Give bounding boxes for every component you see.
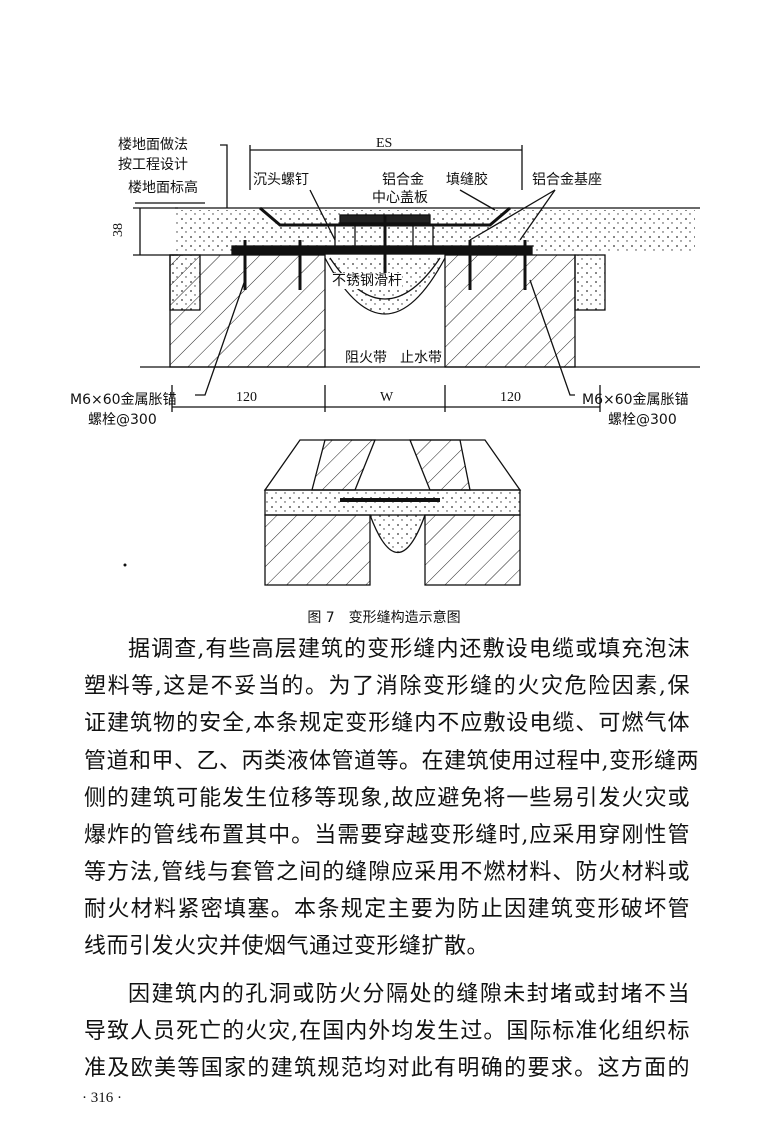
label-countersunk-screw: 沉头螺钉 <box>253 172 309 188</box>
label-aluminum-base: 铝合金基座 <box>532 172 602 188</box>
label-floor-method: 楼地面做法 <box>118 137 188 153</box>
page-number: · 316 · <box>82 1090 122 1106</box>
text-line: 爆炸的管线布置其中。当需要穿越变形缝时,应采用穿刚性管 <box>84 823 690 848</box>
text-line: 导致人员死亡的火灾,在国内外均发生过。国际标准化组织标 <box>84 1019 690 1044</box>
text-line: 等方法,管线与套管之间的缝隙应采用不燃材料、防火材料或 <box>84 860 690 885</box>
figure-caption: 图 7 变形缝构造示意图 <box>307 610 461 626</box>
label-anchor-right: M6×60金属胀锚 <box>582 392 689 408</box>
label-floor-level: 楼地面标高 <box>128 180 198 196</box>
label-stainless-rod: 不锈钢滑杆 <box>332 273 402 289</box>
label-anchor-left: M6×60金属胀锚 <box>70 392 177 408</box>
dim-gap: W <box>380 390 394 405</box>
dim-height: 38 <box>111 223 126 237</box>
dim-right-width: 120 <box>500 390 521 405</box>
text-line: 准及欧美等国家的建筑规范均对此有明确的要求。这方面的 <box>84 1056 690 1081</box>
label-water-stop: 止水带 <box>400 350 442 366</box>
text-line: 侧的建筑可能发生位移等现象,故应避免将一些易引发火灾或 <box>84 786 690 811</box>
label-sealant: 填缝胶 <box>446 172 488 188</box>
label-anchor-right-spacing: 螺栓@300 <box>608 412 677 428</box>
text-line: 因建筑内的孔洞或防火分隔处的缝隙未封堵或封堵不当 <box>128 982 690 1007</box>
dim-left-width: 120 <box>236 390 257 405</box>
text-line: 证建筑物的安全,本条规定变形缝内不应敷设电缆、可燃气体 <box>84 711 690 736</box>
dim-es: ES <box>376 136 393 151</box>
section-drawing <box>123 144 700 586</box>
label-anchor-left-spacing: 螺栓@300 <box>88 412 157 428</box>
text-line: 线而引发火灾并使烟气通过变形缝扩散。 <box>84 934 490 959</box>
text-line: 耐火材料紧密填塞。本条规定主要为防止因建筑变形破坏管 <box>84 897 690 922</box>
text-line: 管道和甲、乙、丙类液体管道等。在建筑使用过程中,变形缝两 <box>84 749 699 774</box>
label-fire-belt: 阻火带 <box>345 350 387 366</box>
label-center-cover: 中心盖板 <box>372 190 428 206</box>
text-line: 塑料等,这是不妥当的。为了消除变形缝的火灾危险因素,保 <box>84 674 690 699</box>
label-per-design: 按工程设计 <box>118 157 188 173</box>
text-line: 据调查,有些高层建筑的变形缝内还敷设电缆或填充泡沫 <box>128 637 690 662</box>
label-aluminum-alloy: 铝合金 <box>382 172 424 188</box>
